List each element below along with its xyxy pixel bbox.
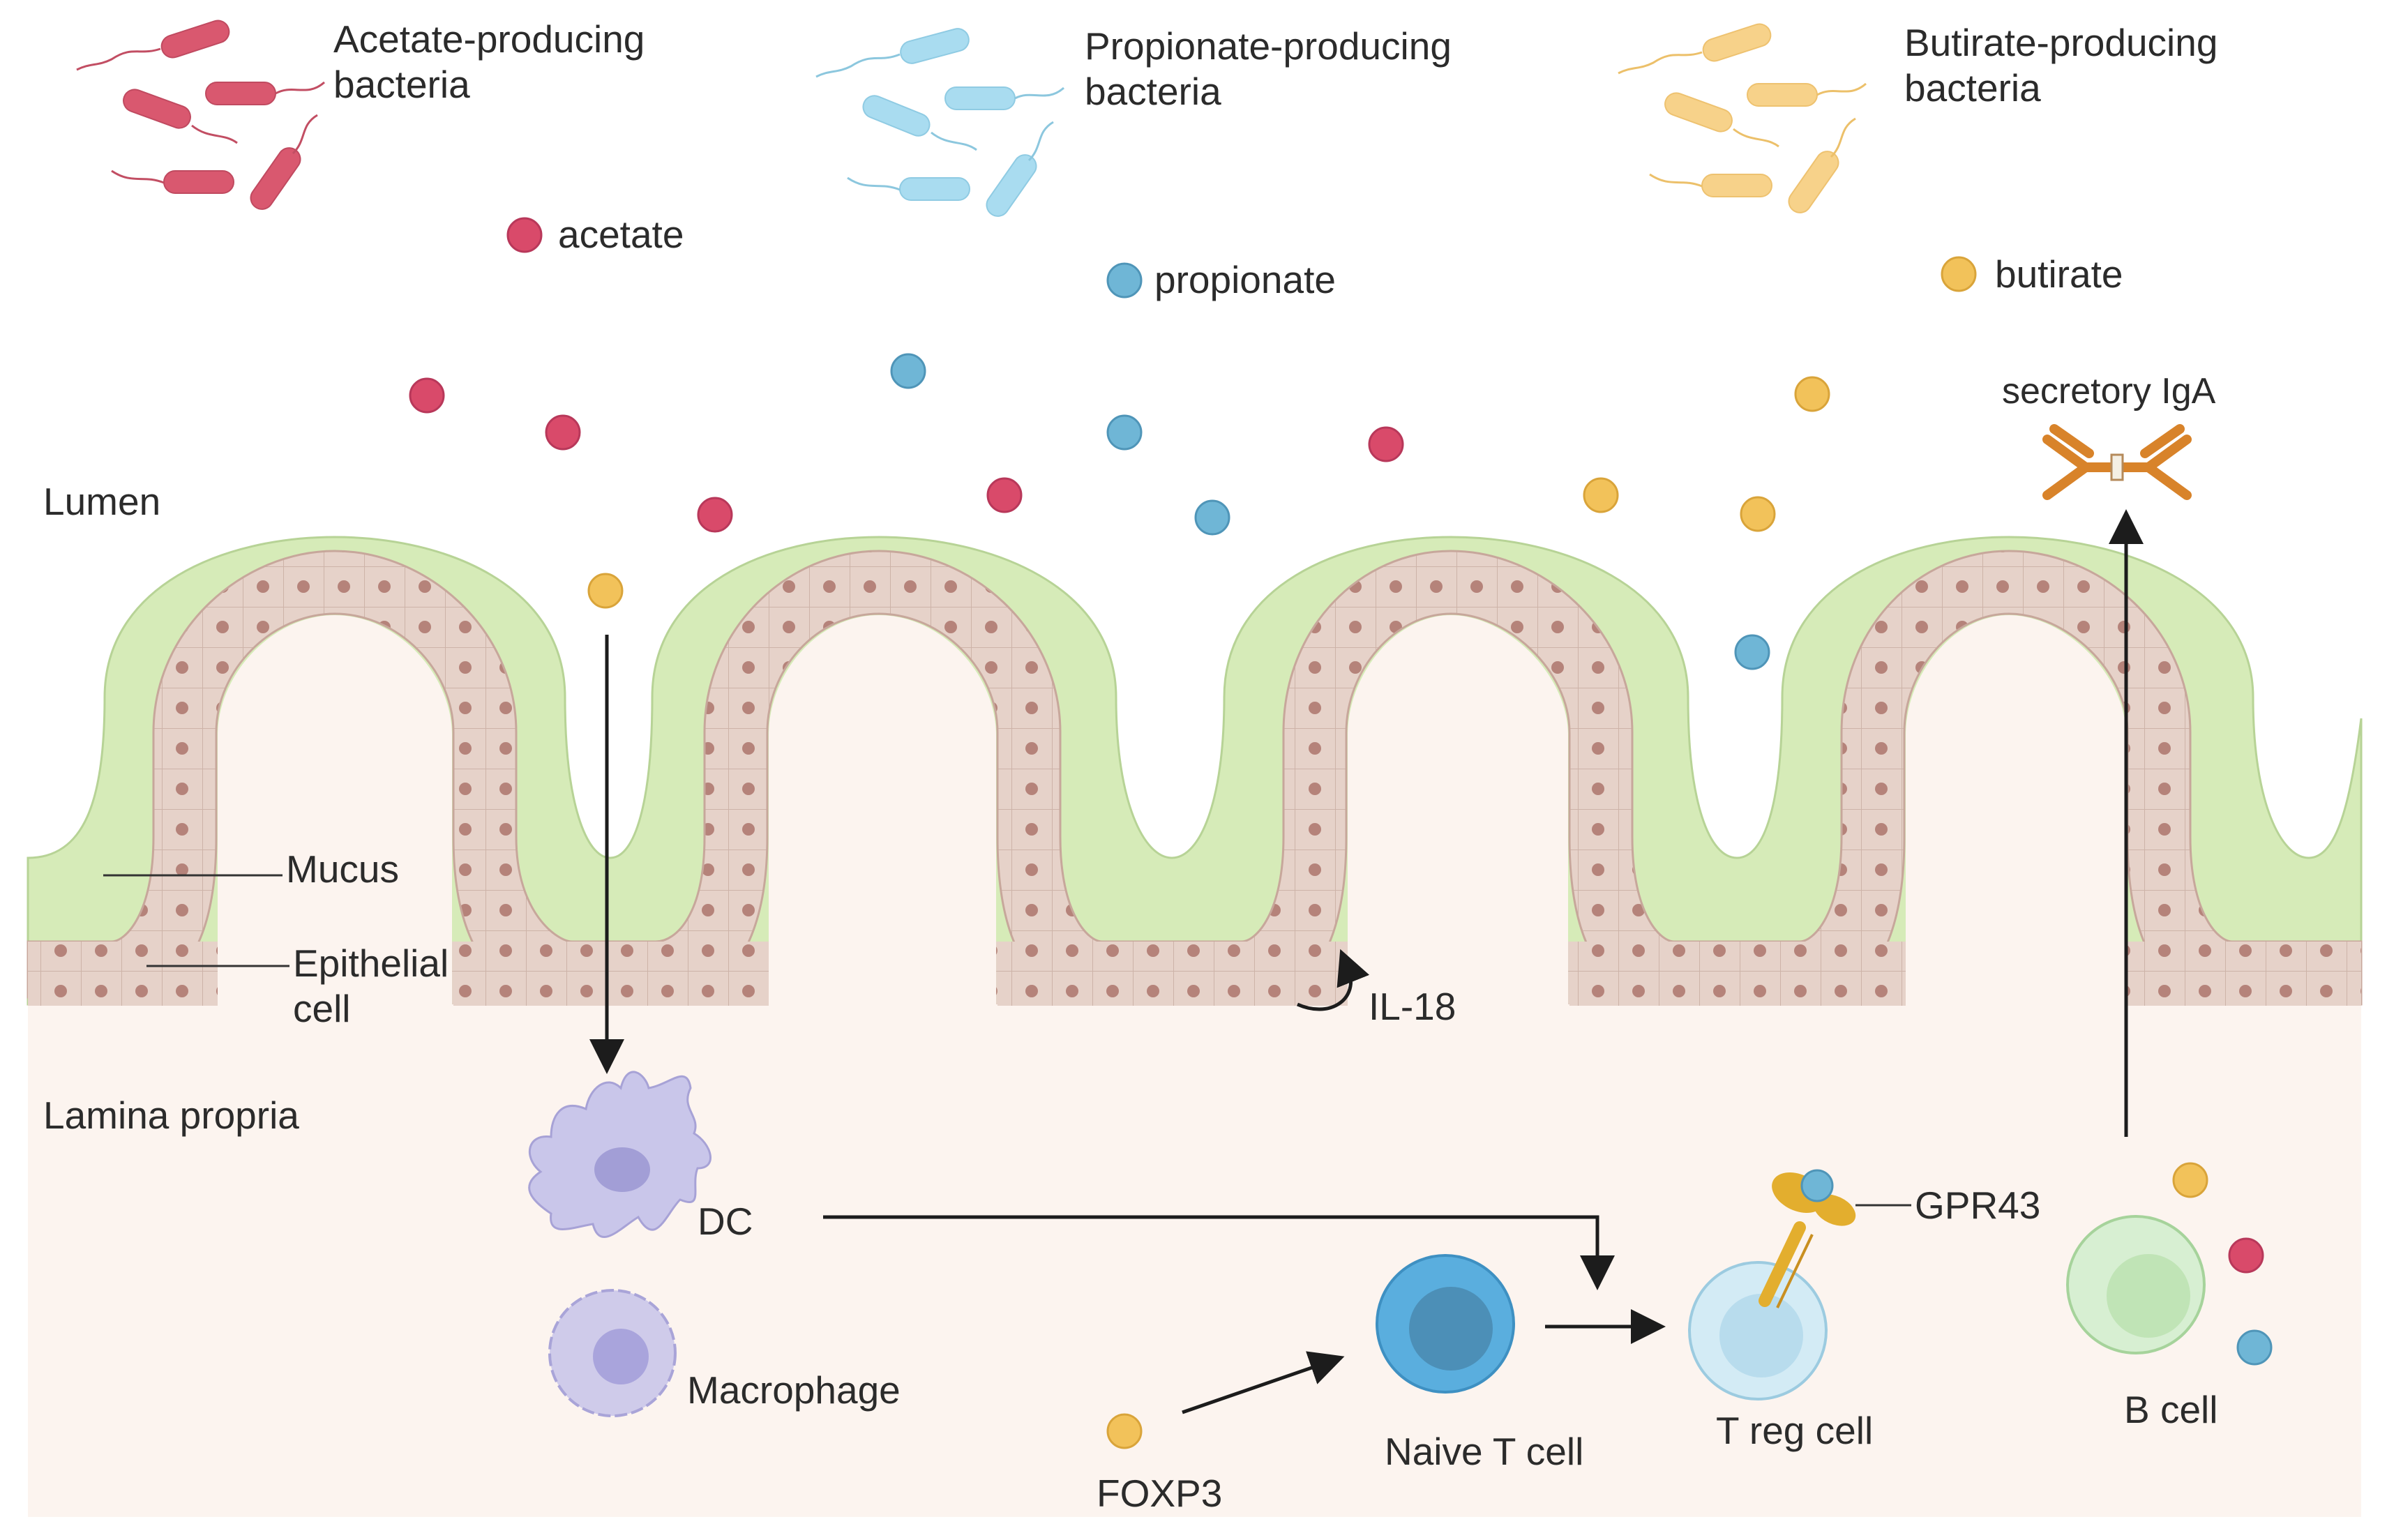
bacterium-icon <box>862 28 1037 217</box>
treg-label: T reg cell <box>1716 1409 1873 1452</box>
gpr43-label: GPR43 <box>1915 1184 2040 1227</box>
treg-cell-icon <box>1688 1261 1828 1401</box>
dc-label: DC <box>698 1200 753 1243</box>
foxp3-label: FOXP3 <box>1097 1472 1222 1515</box>
b-cell-label: B cell <box>2124 1388 2218 1431</box>
bacterium-icon <box>1664 23 1839 213</box>
antibody-icon <box>2042 424 2192 500</box>
crypt-base-3 <box>1569 942 1906 1006</box>
acetate-molecule-icon <box>2228 1237 2264 1274</box>
b-cell-icon <box>2066 1215 2206 1354</box>
propionate-bacteria-group <box>815 28 1064 217</box>
secretory-iga-label: secretory IgA <box>2002 371 2216 412</box>
propionate-legend-label: propionate <box>1154 258 1336 301</box>
propionate-molecule-icon <box>1734 634 1770 670</box>
crypt-base-0 <box>28 942 218 1006</box>
foxp3-molecule-icon <box>1106 1413 1143 1449</box>
butirate-legend-label: butirate <box>1995 252 2123 296</box>
butirate-molecule-icon <box>2172 1162 2208 1198</box>
foxp3-arrow <box>1182 1351 1345 1414</box>
butirate-bacteria-label: Butirate-producing <box>1904 21 2217 64</box>
dendritic-cell-icon <box>528 1071 711 1238</box>
villus-core-cover-2 <box>769 907 996 1004</box>
acetate-molecule-icon <box>409 377 445 414</box>
lumen-label: Lumen <box>43 480 160 523</box>
propionate-molecule-icon <box>1106 262 1143 299</box>
epithelial-label-2: cell <box>293 987 351 1030</box>
villus-core-cover-4 <box>1906 907 2126 1004</box>
naive-t-label: Naive T cell <box>1385 1430 1583 1473</box>
receptor-icon <box>1759 1169 1856 1308</box>
flagella <box>815 53 1064 191</box>
acetate-bacteria-group <box>76 20 325 210</box>
lamina-propria-label: Lamina propria <box>43 1094 299 1137</box>
propionate-molecule-icon <box>1106 414 1143 451</box>
lamina-propria-lower <box>28 1004 2361 1517</box>
butirate-molecule-icon <box>1941 256 1977 292</box>
mucus-label: Mucus <box>286 847 399 891</box>
acetate-molecule-icon <box>545 414 581 451</box>
acetate-molecule-icon <box>506 217 543 253</box>
acetate-legend-label: acetate <box>558 213 684 256</box>
macrophage-icon <box>548 1289 677 1417</box>
villus-core-cover-3 <box>1348 907 1568 1004</box>
flagella <box>1618 51 1867 188</box>
t-cell-icon <box>1376 1254 1515 1394</box>
butirate-bacteria-group <box>1618 23 1867 213</box>
epithelial-label: Epithelial <box>293 942 449 985</box>
propionate-molecule-icon <box>890 353 926 389</box>
crypt-base-2 <box>997 942 1348 1006</box>
flagella <box>76 47 325 184</box>
acetate-bacteria-label: Acetate-producing <box>333 17 645 61</box>
propionate-bacteria-label: Propionate-producing <box>1085 24 1452 68</box>
crypt-base-4 <box>2128 942 2361 1006</box>
acetate-bacteria-label-2: bacteria <box>333 63 470 106</box>
il18-arrow <box>1296 949 1370 1011</box>
mucus-layer <box>27 536 2363 1006</box>
butirate-molecule-icon <box>587 573 624 609</box>
villus-core-cover-1 <box>218 907 452 1004</box>
propionate-bacteria-label-2: bacteria <box>1085 70 1221 113</box>
propionate-molecule-icon <box>2236 1329 2273 1366</box>
il18-label: IL-18 <box>1369 985 1456 1028</box>
butirate-bacteria-label-2: bacteria <box>1904 66 2041 110</box>
crypt-base-1 <box>453 942 769 1006</box>
lumen-molecules <box>409 353 1830 670</box>
butirate-molecule-icon <box>1794 376 1830 412</box>
bacterium-icon <box>123 20 301 210</box>
macrophage-label: Macrophage <box>687 1368 901 1412</box>
dc-to-treg-arrow <box>823 1215 1615 1290</box>
acetate-molecule-icon <box>1368 426 1404 462</box>
butirate-molecule-icon <box>1740 496 1776 532</box>
acetate-molecule-icon <box>697 497 733 533</box>
acetate-molecule-icon <box>986 477 1023 513</box>
butirate-molecule-icon <box>1583 477 1619 513</box>
propionate-molecule-icon <box>1194 499 1230 536</box>
